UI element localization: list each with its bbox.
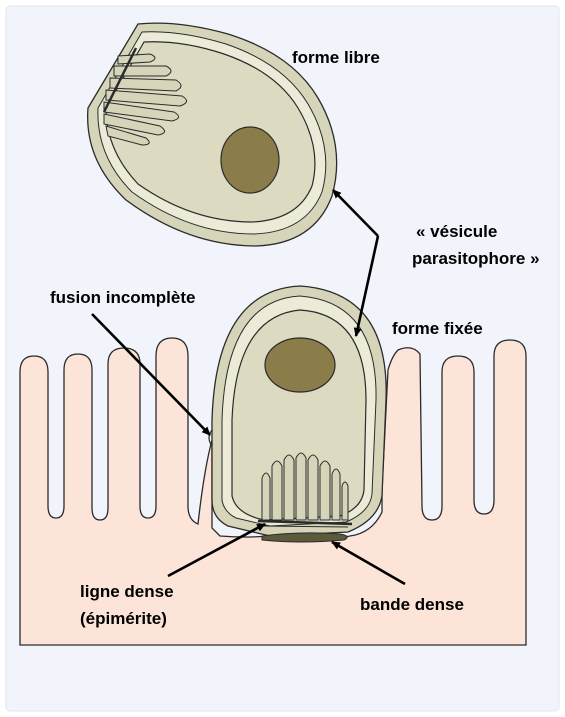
label-vesicule-line1: « vésicule	[416, 222, 497, 241]
dense-band	[262, 533, 347, 542]
label-vesicule-line2: parasitophore »	[412, 249, 540, 268]
label-ligne-dense-line1: ligne dense	[80, 582, 174, 601]
attached-form-nucleus	[265, 338, 335, 392]
label-bande-dense: bande dense	[360, 595, 464, 614]
label-forme-libre: forme libre	[292, 48, 380, 67]
label-fusion-incomplete: fusion incomplète	[50, 288, 195, 307]
label-forme-fixee: forme fixée	[392, 319, 483, 338]
label-ligne-dense-line2: (épimérite)	[80, 609, 167, 628]
free-form-nucleus	[221, 127, 279, 193]
